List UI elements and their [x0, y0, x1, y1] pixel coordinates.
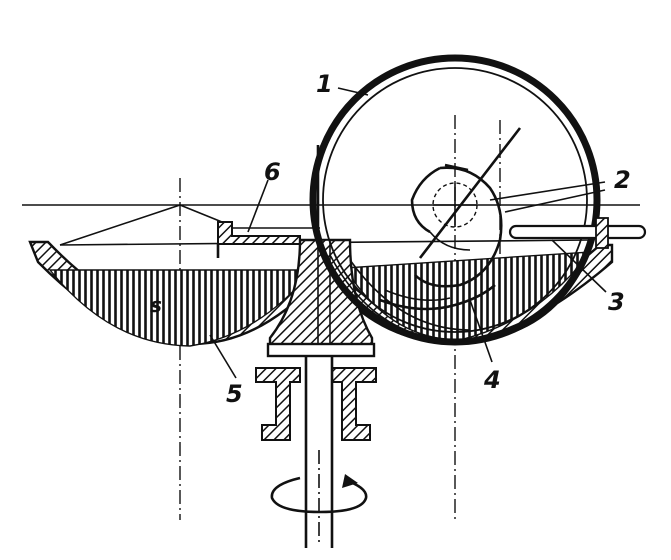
- label-material-s: s: [150, 293, 162, 317]
- axle: [508, 217, 647, 249]
- main-shaft: [304, 356, 334, 548]
- label-part-1: 1: [316, 70, 333, 98]
- lever-arm: [418, 127, 522, 259]
- leader-lines: [209, 87, 607, 379]
- base-plate: [266, 342, 376, 358]
- label-part-2: 2: [614, 166, 631, 194]
- label-part-3: 3: [608, 288, 625, 316]
- label-part-5: 5: [226, 380, 243, 408]
- scraper: [216, 221, 301, 258]
- label-part-6: 6: [264, 158, 281, 186]
- grinding-wheel: [309, 54, 601, 346]
- bearing-housing: [255, 367, 377, 441]
- rotation-arrow-icon: [270, 474, 368, 514]
- inner-roller: [379, 163, 503, 311]
- label-part-4: 4: [483, 366, 501, 394]
